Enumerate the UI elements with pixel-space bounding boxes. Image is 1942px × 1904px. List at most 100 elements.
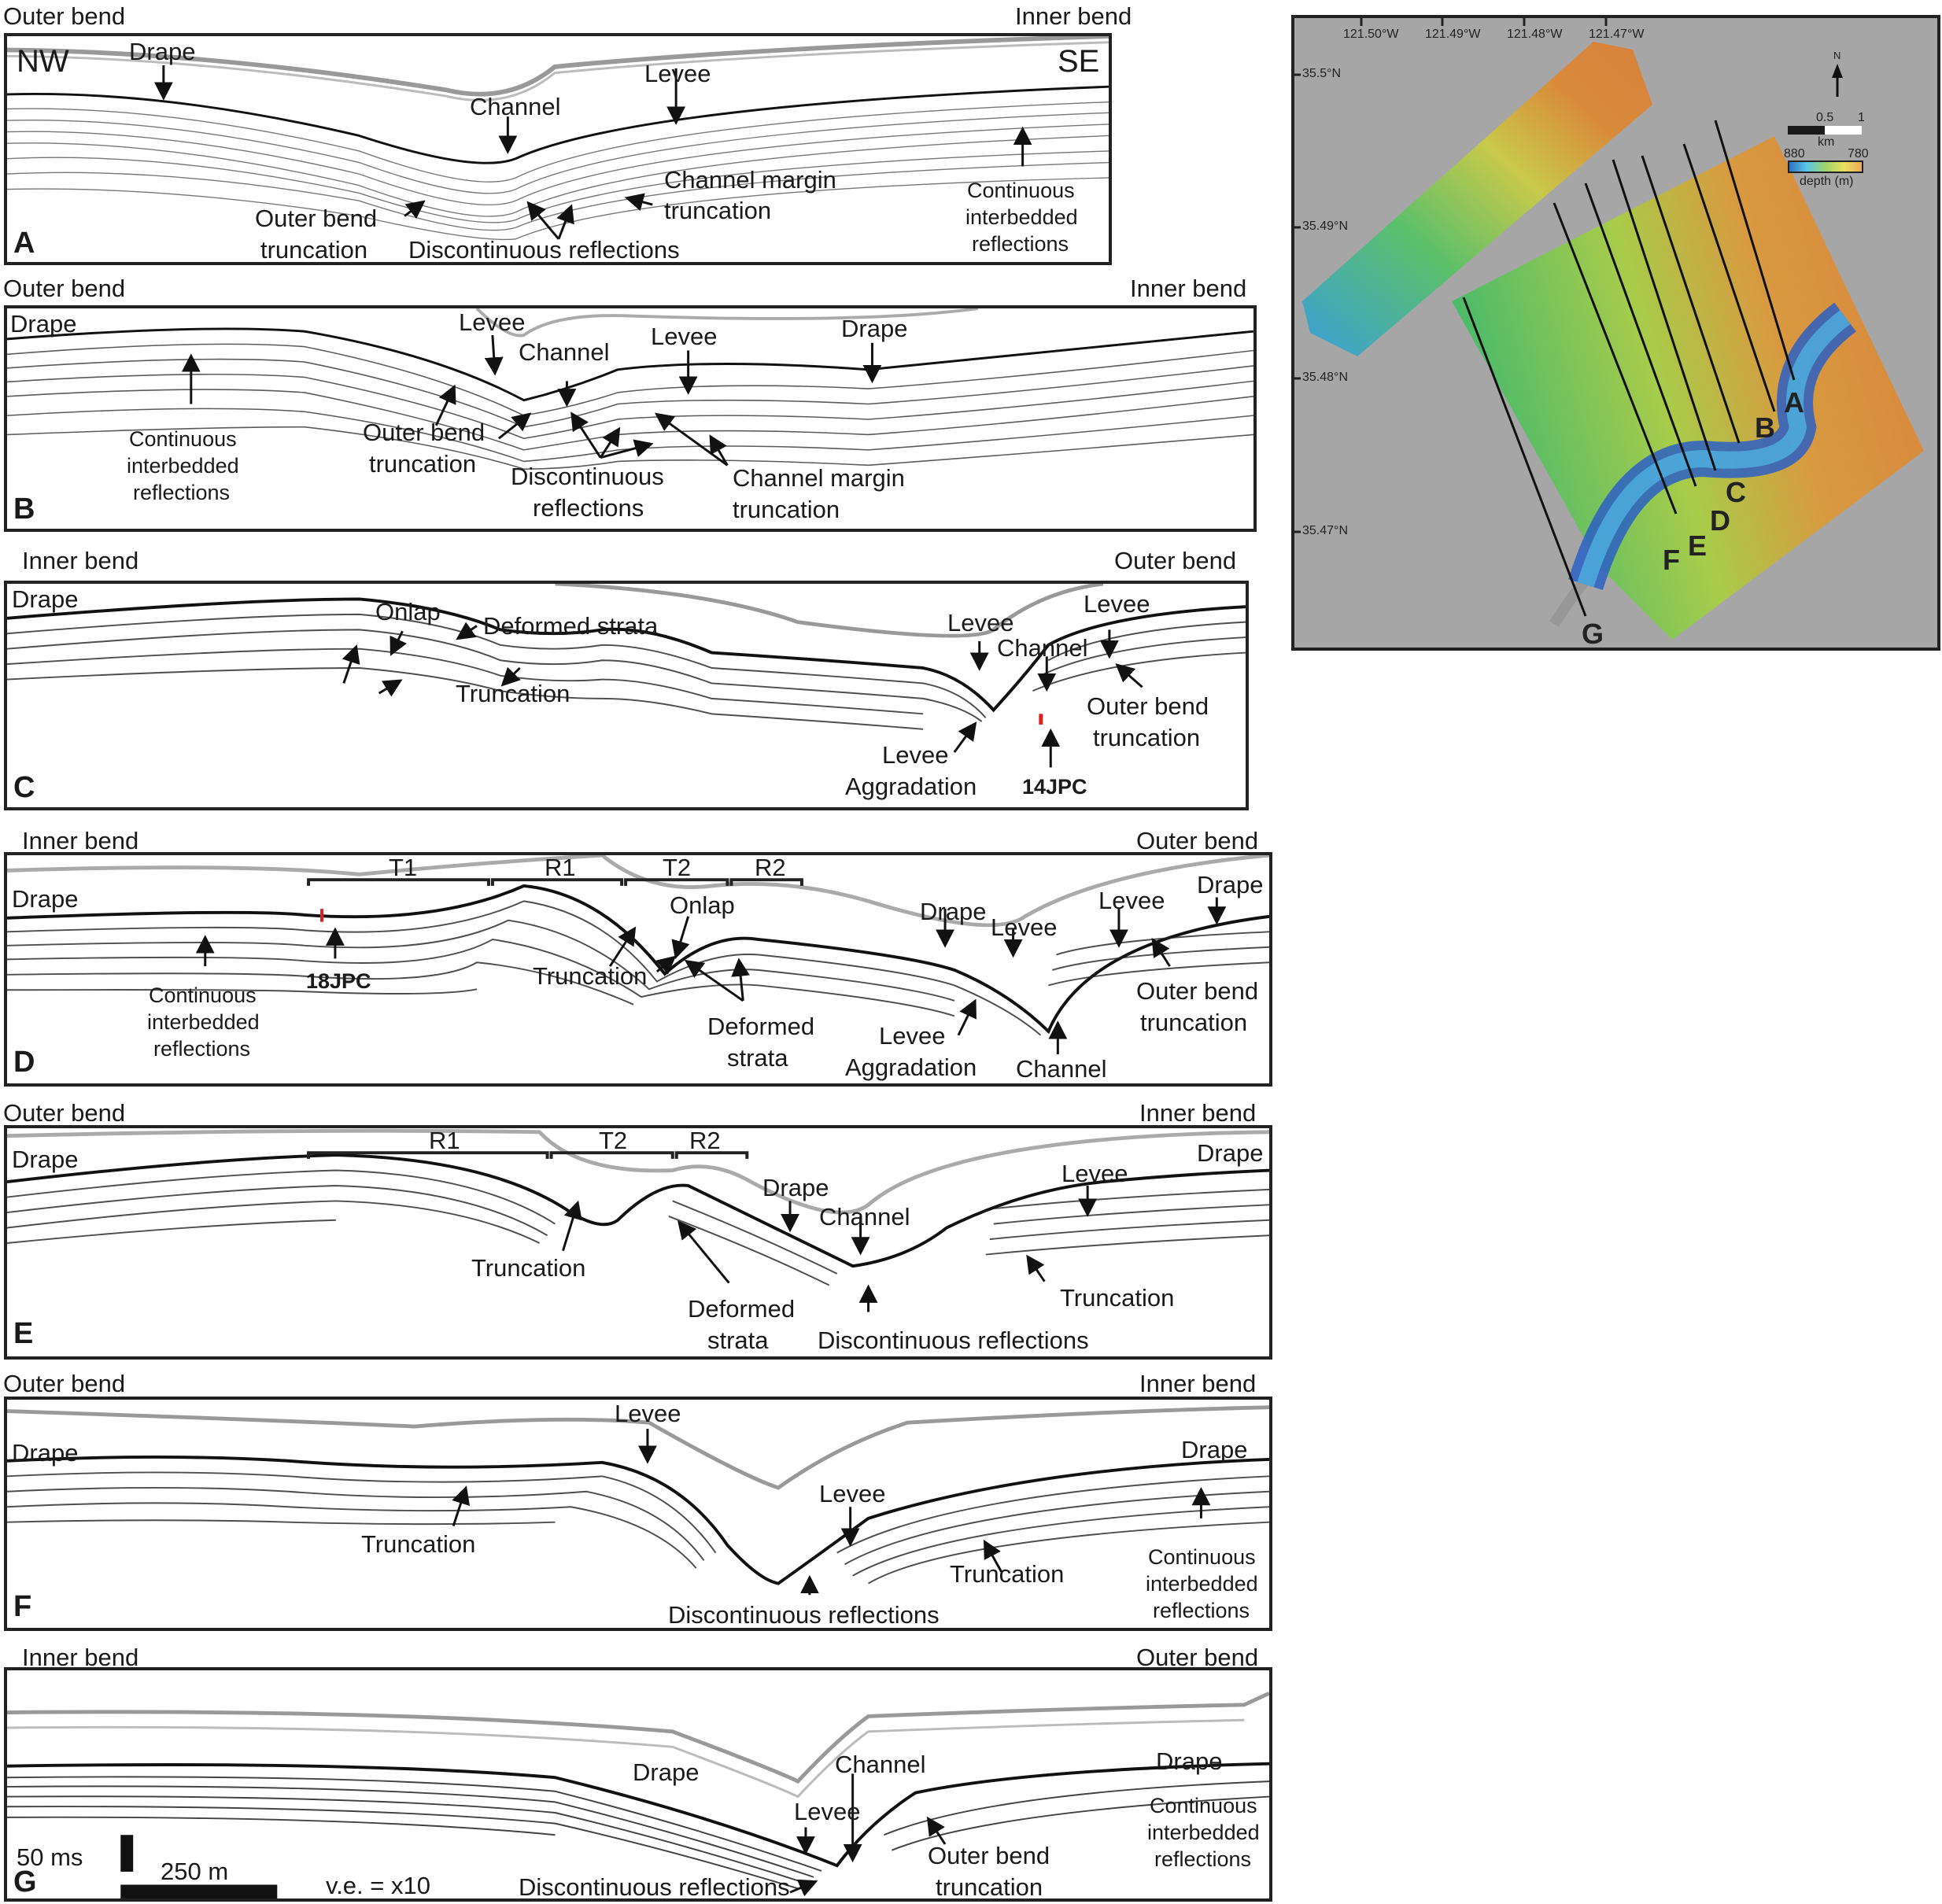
label-levee-top: Levee bbox=[615, 1400, 681, 1427]
label-truncation-right: Truncation bbox=[950, 1560, 1065, 1588]
lon-tick-121-49: 121.49°W bbox=[1425, 28, 1481, 41]
label-drape-right: Drape bbox=[1181, 1436, 1248, 1463]
label-core-18jpc: 18JPC bbox=[306, 969, 371, 993]
label-outer-bend: Outer bend bbox=[363, 419, 486, 446]
label-outer-bend-truncation: truncation bbox=[369, 450, 477, 478]
profile-line-g-label: G bbox=[1582, 618, 1604, 650]
label-channel-margin-truncation: truncation bbox=[733, 496, 840, 523]
panel-d-seismic-profile: T1 R1 T2 R2 Drape Onlap Drape Levee Leve… bbox=[4, 852, 1272, 1087]
lon-tick-121-48: 121.48°W bbox=[1507, 28, 1563, 41]
label-deformed-strata: Deformed strata bbox=[483, 612, 659, 640]
label-levee-left: Levee bbox=[947, 609, 1014, 637]
panel-d-left-header: Inner bend bbox=[22, 827, 139, 854]
panel-letter-a: A bbox=[13, 227, 35, 260]
label-drape-mid: Drape bbox=[762, 1174, 829, 1201]
label-onlap: Onlap bbox=[670, 891, 735, 919]
label-continuous: Continuous bbox=[967, 179, 1075, 202]
depth-legend-title: depth (m) bbox=[1800, 175, 1854, 188]
label-channel: Channel bbox=[470, 93, 561, 120]
lat-tick-35-49: 35.49°N bbox=[1302, 220, 1348, 233]
label-discontinuous-reflections: reflections bbox=[533, 494, 644, 522]
seismic-reflections-d bbox=[7, 855, 1269, 1036]
panel-a-seismic-profile: NW SE Drape Channel Levee Channel margin… bbox=[4, 33, 1112, 265]
label-truncation: Truncation bbox=[456, 680, 570, 707]
panel-c-seismic-profile: Drape Onlap Deformed strata Levee Levee … bbox=[4, 581, 1249, 810]
label-levee: Levee bbox=[794, 1798, 861, 1825]
lon-tick-121-47: 121.47°W bbox=[1589, 28, 1645, 41]
profile-line-e-label: E bbox=[1688, 530, 1708, 562]
label-drape-left: Drape bbox=[12, 885, 79, 913]
scale-tick-1: 1 bbox=[1858, 111, 1865, 124]
panel-f-seismic-profile: Drape Levee Levee Drape Truncation Trunc… bbox=[4, 1397, 1272, 1631]
label-reflections: reflections bbox=[153, 1037, 251, 1061]
panel-a-left-header: Outer bend bbox=[3, 2, 126, 30]
panel-letter-f: F bbox=[13, 1590, 32, 1623]
panel-d-right-header: Outer bend bbox=[1136, 827, 1259, 854]
label-levee-right: Levee bbox=[1084, 590, 1150, 618]
profile-line-d-label: D bbox=[1710, 504, 1730, 537]
label-core-14jpc: 14JPC bbox=[1022, 775, 1087, 799]
bracket-label-r2: R2 bbox=[755, 854, 786, 881]
label-drape-right: Drape bbox=[1156, 1747, 1223, 1775]
label-aggradation: Aggradation bbox=[845, 773, 977, 800]
label-levee-right: Levee bbox=[651, 323, 718, 350]
label-reflections: reflections bbox=[133, 481, 231, 504]
label-channel-margin-truncation: truncation bbox=[664, 197, 772, 224]
profile-line-a-label: A bbox=[1784, 386, 1804, 419]
bracket-label-r1: R1 bbox=[545, 854, 576, 881]
label-truncation-right: Truncation bbox=[1060, 1284, 1175, 1312]
label-levee-lower: Levee bbox=[879, 1022, 946, 1050]
label-channel: Channel bbox=[1016, 1055, 1107, 1083]
bracket-label-r1: R1 bbox=[429, 1127, 460, 1154]
panel-c-right-header: Outer bend bbox=[1114, 547, 1237, 574]
label-channel: Channel bbox=[997, 634, 1088, 662]
panel-b-left-header: Outer bend bbox=[3, 275, 126, 302]
label-interbedded: interbedded bbox=[127, 454, 239, 478]
panel-g-right-header: Outer bend bbox=[1136, 1644, 1259, 1671]
seismic-reflections-c bbox=[7, 584, 1246, 730]
label-levee-channel: Levee bbox=[819, 1480, 886, 1507]
panel-letter-c: C bbox=[13, 771, 35, 804]
scale-unit-km: km bbox=[1818, 135, 1835, 149]
label-discontinuous-reflections: Discontinuous reflections bbox=[818, 1327, 1089, 1354]
label-drape-mid: Drape bbox=[633, 1758, 700, 1786]
label-discontinuous-reflections: Discontinuous reflections bbox=[668, 1601, 940, 1629]
lat-tick-35-5: 35.5°N bbox=[1302, 67, 1342, 80]
panel-b-seismic-profile: Drape Levee Channel Levee Drape Continuo… bbox=[4, 305, 1257, 532]
label-discontinuous-reflections: Discontinuous reflections bbox=[408, 236, 680, 264]
panel-e-right-header: Inner bend bbox=[1139, 1099, 1257, 1127]
panel-g-seismic-profile: Drape Channel Drape Levee Continuous int… bbox=[4, 1667, 1272, 1902]
label-reflections: reflections bbox=[1154, 1847, 1252, 1871]
panel-letter-b: B bbox=[13, 493, 35, 526]
label-drape-mid: Drape bbox=[920, 898, 987, 925]
depth-legend-max: 780 bbox=[1848, 147, 1869, 161]
scale-tick-0-5: 0.5 bbox=[1816, 111, 1834, 124]
panel-f-left-header: Outer bend bbox=[3, 1370, 126, 1397]
label-reflections: reflections bbox=[1153, 1599, 1250, 1622]
lon-tick-121-50: 121.50°W bbox=[1343, 28, 1399, 41]
label-outer-bend-truncation: truncation bbox=[260, 236, 368, 264]
vertical-exaggeration-label: v.e. = x10 bbox=[326, 1872, 430, 1899]
label-deformed-strata: strata bbox=[727, 1044, 788, 1072]
seismic-reflections-g bbox=[7, 1691, 1269, 1898]
label-drape: Drape bbox=[12, 585, 79, 613]
label-interbedded: interbedded bbox=[147, 1010, 260, 1034]
label-levee-left: Levee bbox=[459, 308, 526, 336]
label-continuous: Continuous bbox=[1150, 1794, 1257, 1817]
label-interbedded: interbedded bbox=[965, 205, 1078, 229]
panel-letter-e: E bbox=[13, 1317, 34, 1350]
label-outer-bend: Outer bend bbox=[1136, 977, 1259, 1005]
label-channel: Channel bbox=[819, 1203, 910, 1231]
seismic-reflections-a bbox=[7, 36, 1109, 241]
label-outer-bend: Outer bend bbox=[1087, 692, 1209, 720]
label-drape: Drape bbox=[129, 38, 196, 65]
label-outer-bend-truncation: truncation bbox=[1093, 724, 1201, 751]
label-drape-left: Drape bbox=[10, 310, 77, 338]
label-levee: Levee bbox=[1061, 1160, 1128, 1187]
bracket-label-r2: R2 bbox=[689, 1127, 721, 1154]
label-deformed: Deformed bbox=[707, 1013, 815, 1040]
label-discontinuous-reflections: Discontinuous reflections bbox=[519, 1873, 790, 1901]
panel-g-left-header: Inner bend bbox=[22, 1644, 139, 1671]
label-continuous: Continuous bbox=[149, 983, 257, 1007]
bracket-label-t2: T2 bbox=[599, 1127, 628, 1154]
